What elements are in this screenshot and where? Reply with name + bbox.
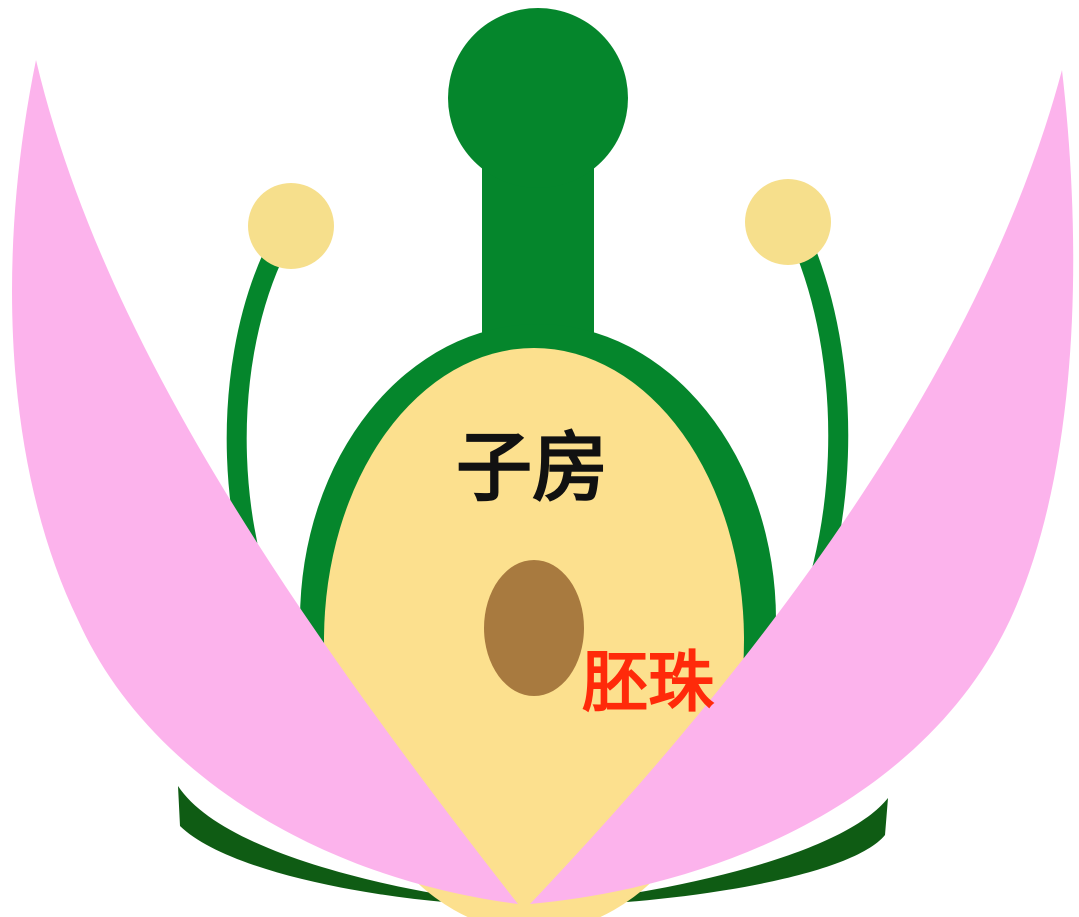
stamen-right-anther bbox=[745, 179, 831, 265]
ovary-label: 子房 bbox=[456, 423, 608, 512]
stamen-left-anther bbox=[248, 183, 334, 269]
sepal-left bbox=[178, 786, 520, 906]
ovule-label: 胚珠 bbox=[582, 644, 715, 721]
sepal-right bbox=[540, 798, 888, 906]
petal-right bbox=[530, 70, 1074, 904]
ovule bbox=[484, 560, 584, 696]
stigma bbox=[448, 8, 628, 188]
petal-left bbox=[12, 60, 519, 904]
